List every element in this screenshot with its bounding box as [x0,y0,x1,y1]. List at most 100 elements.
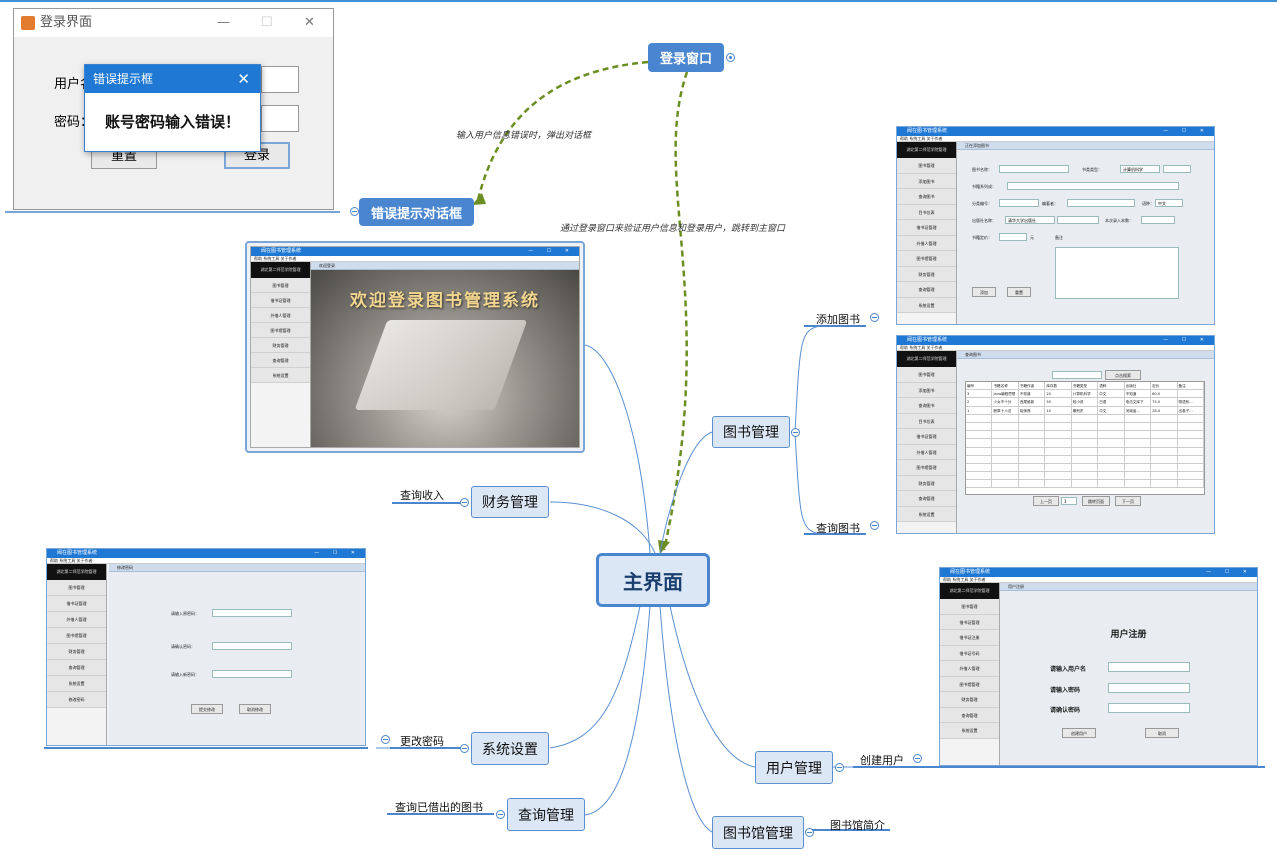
sidebar-item[interactable]: 系统设置 [940,723,999,739]
reset-button[interactable]: 重置 [1007,287,1031,297]
collapse-icon[interactable] [381,735,390,744]
add-button[interactable]: 添加 [972,287,996,297]
table-row[interactable] [966,447,1204,456]
subtopic-change-password[interactable]: 更改密码 [400,735,444,748]
table-row[interactable] [966,439,1204,448]
sidebar-item[interactable]: 图书馆管理 [897,460,956,476]
sidebar-item[interactable]: 外借人管理 [940,661,999,677]
category-no-input[interactable] [999,199,1039,207]
sidebar-item[interactable]: 借书证管理 [251,293,310,308]
sidebar-item[interactable]: 外借人管理 [897,235,956,251]
topic-library-management[interactable]: 图书馆管理 [712,816,804,849]
subtopic-library-intro[interactable]: 图书馆简介 [830,819,885,832]
prev-page-button[interactable]: 上一页 [1033,496,1059,506]
sidebar-item[interactable]: 图书馆管理 [47,628,106,644]
topic-user-management[interactable]: 用户管理 [755,751,833,784]
series-input[interactable] [1007,182,1179,190]
sidebar-item[interactable]: 查询管理 [251,353,310,368]
sidebar-item[interactable]: 图书管理 [940,599,999,615]
cancel-change-button[interactable]: 取消修改 [239,704,271,714]
sidebar-item[interactable]: 财务管理 [940,692,999,708]
jump-page-button[interactable]: 跳转页面 [1082,496,1110,506]
topic-query-management[interactable]: 查询管理 [507,798,585,831]
sidebar-item[interactable]: 查询图书 [897,189,956,205]
sidebar-item[interactable]: 图书管理 [47,580,106,596]
sidebar-item[interactable]: 查询管理 [47,660,106,676]
sidebar-item[interactable]: 财务管理 [897,475,956,491]
page-number-input[interactable]: 1 [1061,497,1077,505]
language-select[interactable]: 中文 [1155,199,1183,207]
topic-finance-management[interactable]: 财务管理 [471,486,549,518]
sidebar-item[interactable]: 外借人管理 [47,612,106,628]
sidebar-item[interactable]: 外借人管理 [251,308,310,323]
publisher-extra-input[interactable] [1057,216,1099,224]
table-row[interactable] [966,463,1204,473]
sidebar-item[interactable]: 系统设置 [47,676,106,692]
collapse-icon[interactable] [350,207,359,216]
central-node[interactable]: 主界面 [596,553,710,607]
subtopic-query-borrowed[interactable]: 查询已借出的图书 [395,801,483,814]
sidebar-item[interactable]: 查询管理 [897,491,956,507]
sidebar-item[interactable]: 目书位表 [897,413,956,429]
sidebar-item[interactable]: 财务管理 [251,338,310,353]
subtopic-create-user[interactable]: 创建用户 [860,754,904,767]
copies-input[interactable] [1141,216,1175,224]
collapse-icon[interactable] [913,754,922,763]
password-input[interactable] [1108,683,1190,693]
collapse-icon[interactable] [791,428,800,437]
collapse-icon[interactable] [496,810,505,819]
username-input[interactable] [1108,662,1190,672]
sidebar-item[interactable]: 借书证管理 [47,596,106,612]
collapse-icon[interactable] [870,521,879,530]
sidebar-item[interactable]: 修改密码 [47,692,106,708]
table-row[interactable] [966,422,1204,432]
sidebar-item[interactable]: 查询管理 [940,707,999,723]
sidebar-item[interactable]: 图书馆管理 [251,323,310,338]
table-row[interactable] [966,431,1204,440]
table-row[interactable] [966,472,1204,481]
login-window-node[interactable]: 登录窗口 [648,43,724,72]
sidebar-item[interactable]: 借书证注册 [940,630,999,646]
search-input[interactable] [1052,371,1102,379]
sidebar-item[interactable]: 图书管理 [897,158,956,174]
price-input[interactable] [999,233,1027,241]
confirm-password-input[interactable] [1108,703,1190,713]
book-type-select[interactable]: 计算机科学 [1120,165,1160,173]
sidebar-item[interactable]: 查询图书 [897,398,956,414]
error-dialog-node[interactable]: 错误提示对话框 [359,198,474,226]
sidebar-item[interactable]: 查询管理 [897,282,956,298]
sidebar-item[interactable]: 添加图书 [897,382,956,398]
collapse-icon[interactable] [805,828,814,837]
topic-book-management[interactable]: 图书管理 [712,416,790,448]
editor-input[interactable] [1067,199,1135,207]
sidebar-item[interactable]: 外借人管理 [897,444,956,460]
next-page-button[interactable]: 下一页 [1115,496,1141,506]
sidebar-item[interactable]: 系统设置 [897,297,956,313]
sidebar-item[interactable]: 借书证管理 [897,429,956,445]
table-row[interactable] [966,414,1204,423]
subtopic-query-income[interactable]: 查询收入 [400,489,444,502]
sidebar-item[interactable]: 财务管理 [897,266,956,282]
search-button[interactable]: 点击搜索 [1105,370,1141,380]
sidebar-item[interactable]: 系统设置 [897,506,956,522]
collapse-icon[interactable] [460,744,469,753]
book-name-input[interactable] [999,165,1069,173]
sidebar-item[interactable]: 添加图书 [897,173,956,189]
collapse-icon[interactable] [835,763,844,772]
note-textarea[interactable] [1055,247,1179,299]
subtopic-query-book[interactable]: 查询图书 [816,522,860,535]
table-row[interactable] [966,480,1204,489]
sidebar-item[interactable]: 目书位表 [897,204,956,220]
book-type-extra-input[interactable] [1163,165,1191,173]
sidebar-item[interactable]: 图书管理 [897,367,956,383]
topic-system-settings[interactable]: 系统设置 [471,732,549,765]
sidebar-item[interactable]: 系统设置 [251,368,310,383]
create-user-button[interactable]: 创建用户 [1062,728,1096,738]
expand-icon[interactable] [726,53,735,62]
password-input[interactable] [261,105,299,132]
confirm-password-input[interactable] [212,642,292,650]
sidebar-item[interactable]: 借书证管理 [940,614,999,630]
table-row[interactable] [966,455,1204,464]
